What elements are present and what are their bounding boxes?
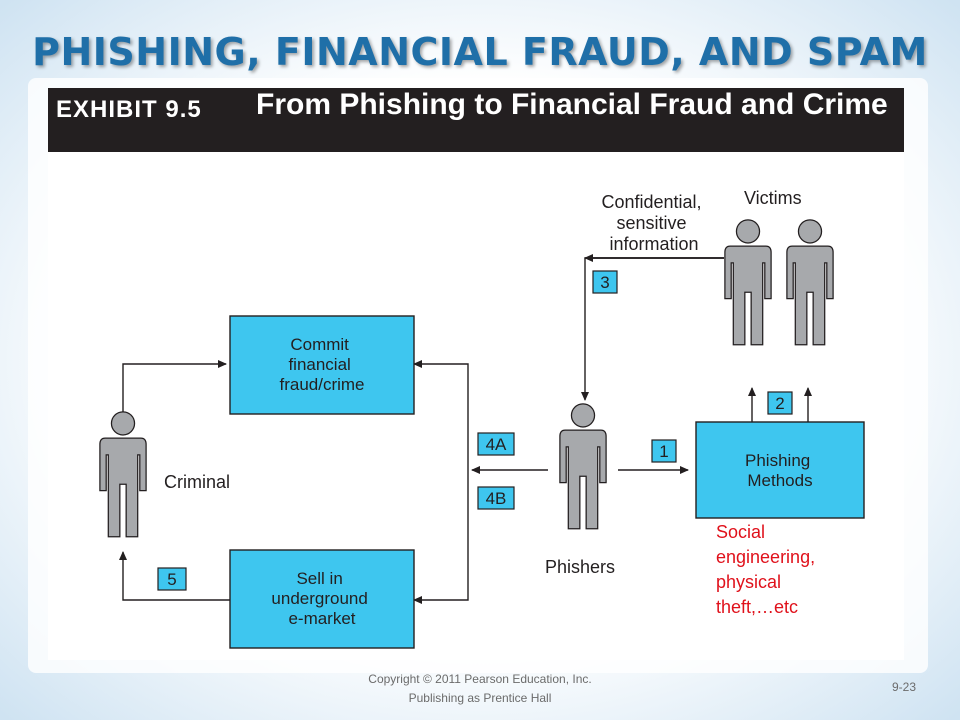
exhibit-figure: EXHIBIT 9.5 From Phishing to Financial F… (48, 88, 904, 660)
victims-label: Victims (744, 188, 802, 208)
step-2-badge: 2 (767, 391, 793, 415)
arrow-phishers-to-sell (413, 470, 469, 604)
phishers-label: Phishers (545, 557, 615, 577)
sell-box: Sell in underground e-market (229, 549, 415, 649)
copyright-notice: Copyright © 2011 Pearson Education, Inc.… (320, 670, 640, 708)
connector-lines (119, 254, 812, 604)
arrow-criminal-to-commit (122, 360, 227, 418)
victim-person-icon (724, 219, 834, 346)
svg-text:1: 1 (659, 442, 668, 461)
phishing-diagram: Commit financial fraud/crime Sell in und… (99, 188, 865, 649)
exhibit-label: EXHIBIT 9.5 (56, 96, 202, 123)
sell-label: Sell in underground e-market (271, 569, 372, 628)
commit-label: Commit financial fraud/crime (279, 335, 364, 394)
step-4b-badge: 4B (477, 486, 515, 510)
phisher-person-icon (559, 403, 607, 530)
criminal-label: Criminal (164, 472, 230, 492)
step-3-badge: 3 (592, 270, 618, 294)
copyright-line-2: Publishing as Prentice Hall (408, 691, 552, 705)
svg-text:5: 5 (167, 570, 176, 589)
step-5-badge: 5 (157, 567, 187, 591)
criminal-person-icon (99, 411, 147, 538)
svg-text:2: 2 (775, 394, 784, 413)
arrow-phishers-to-commit (413, 360, 469, 470)
exhibit-title: From Phishing to Financial Fraud and Cri… (256, 88, 888, 121)
svg-text:4A: 4A (486, 435, 507, 454)
slide-title: PHISHING, FINANCIAL FRAUD, AND SPAM (32, 30, 928, 74)
confidential-info-label: Confidential, sensitive information (601, 192, 706, 254)
exhibit-header: EXHIBIT 9.5 From Phishing to Financial F… (48, 88, 904, 152)
copyright-line-1: Copyright © 2011 Pearson Education, Inc. (368, 672, 592, 686)
commit-box: Commit financial fraud/crime (229, 315, 415, 415)
phishing-methods-annotation: Social engineering, physical theft,…etc (716, 522, 820, 617)
arrow-sell-to-criminal (119, 551, 230, 601)
page-number: 9-23 (891, 680, 916, 694)
phishing-methods-box: Phishing Methods (695, 421, 865, 519)
phishing-methods-label: Phishing Methods (745, 451, 815, 490)
step-1-badge: 1 (651, 439, 677, 463)
step-4a-badge: 4A (477, 432, 515, 456)
svg-text:4B: 4B (486, 489, 507, 508)
svg-text:3: 3 (600, 273, 609, 292)
